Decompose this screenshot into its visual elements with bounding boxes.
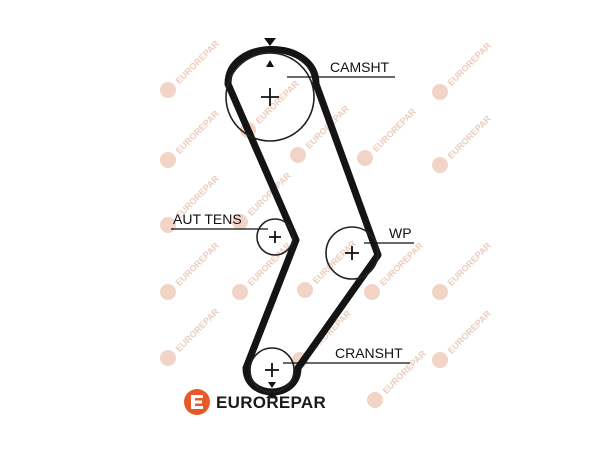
water-pump-label: WP — [389, 225, 412, 241]
watermark-text: EUROREPAR — [446, 240, 494, 288]
camshaft-timing-mark-pulley-icon — [266, 60, 274, 67]
water-pump-pulley — [325, 226, 379, 280]
watermark-logo-icon — [160, 152, 176, 168]
brand-logo-glyph-icon — [191, 395, 203, 409]
watermark-tile: EUROREPAR — [432, 308, 494, 368]
brand-name: EUROREPAR — [216, 393, 326, 412]
camshaft-label: CAMSHT — [330, 59, 390, 75]
watermark-tile: EUROREPAR — [160, 306, 222, 366]
tensioner-pulley-circle — [256, 218, 294, 256]
watermark-logo-icon — [367, 392, 383, 408]
watermark-tile: EUROREPAR — [160, 240, 222, 300]
watermark-text: EUROREPAR — [371, 106, 419, 154]
watermark-logo-icon — [160, 284, 176, 300]
watermark-text: EUROREPAR — [174, 108, 222, 156]
timing-belt — [224, 46, 382, 396]
watermark-tile: EUROREPAR — [160, 108, 222, 168]
watermark-text: EUROREPAR — [446, 113, 494, 161]
timing-mark-top-icon — [264, 38, 276, 46]
watermark-tile: EUROREPAR — [160, 38, 222, 98]
watermark-logo-icon — [232, 214, 248, 230]
leader-lines — [171, 76, 414, 364]
watermark-text: EUROREPAR — [254, 78, 302, 126]
watermark-logo-icon — [160, 82, 176, 98]
watermark-text: EUROREPAR — [446, 308, 494, 356]
watermark-logo-icon — [232, 284, 248, 300]
watermark-logo-icon — [297, 282, 313, 298]
tensioner-pulley — [256, 218, 294, 256]
water-pump-pulley-circle — [325, 226, 379, 280]
watermark-logo-icon — [432, 84, 448, 100]
watermark-logo-icon — [160, 350, 176, 366]
watermark-tile: EUROREPAR — [357, 106, 419, 166]
camshaft-pulley — [225, 52, 315, 142]
timing-mark-bottom-icon — [266, 392, 278, 398]
camshaft-pulley-circle — [225, 52, 315, 142]
watermark-logo-icon — [290, 147, 306, 163]
watermark-logo-icon — [357, 150, 373, 166]
watermark-tile: EUROREPAR — [432, 40, 494, 100]
tensioner-label: AUT TENS — [173, 211, 242, 227]
watermark-text: EUROREPAR — [174, 38, 222, 86]
watermark-logo-icon — [432, 157, 448, 173]
watermark-text: EUROREPAR — [378, 240, 426, 288]
watermark-text: EUROREPAR — [174, 306, 222, 354]
watermark-logo-icon — [432, 284, 448, 300]
watermark-tile: EUROREPAR — [432, 240, 494, 300]
brand-logo: EUROREPAR — [184, 389, 326, 415]
crankshaft-pulley — [249, 347, 295, 393]
watermark-logo-icon — [432, 352, 448, 368]
watermark-text: EUROREPAR — [174, 240, 222, 288]
watermark-logo-icon — [364, 284, 380, 300]
watermark-tile: EUROREPAR — [432, 113, 494, 173]
crankshaft-label: CRANSHT — [335, 345, 403, 361]
crankshaft-timing-mark-pulley-icon — [268, 382, 276, 388]
watermark-text: EUROREPAR — [446, 40, 494, 88]
